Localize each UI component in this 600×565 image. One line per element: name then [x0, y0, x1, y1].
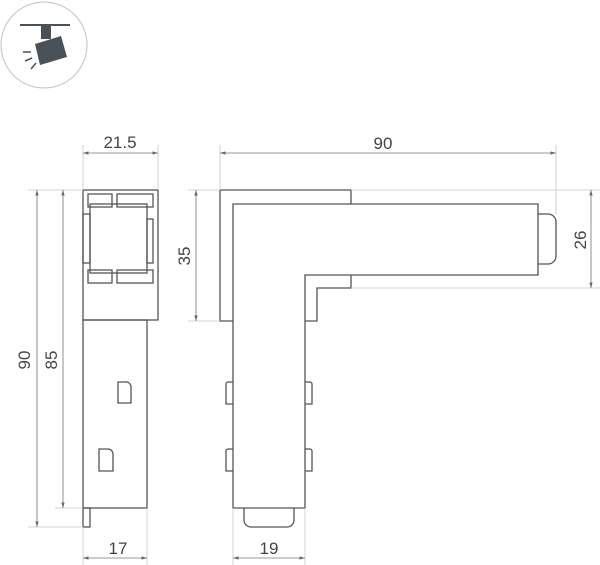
dim-front-bottom-width: 19 [260, 539, 279, 558]
dim-side-width: 21.5 [103, 133, 136, 152]
side-view [82, 189, 159, 528]
dim-side-height-total: 90 [15, 351, 34, 370]
dim-front-arm-height: 26 [571, 231, 590, 250]
track-spotlight-icon [0, 1, 88, 89]
front-view [219, 189, 557, 528]
dim-front-length: 90 [374, 134, 393, 153]
dim-side-height-body: 85 [42, 351, 61, 370]
dim-front-corner-height: 35 [175, 247, 194, 266]
dim-side-bottom-width: 17 [109, 539, 128, 558]
